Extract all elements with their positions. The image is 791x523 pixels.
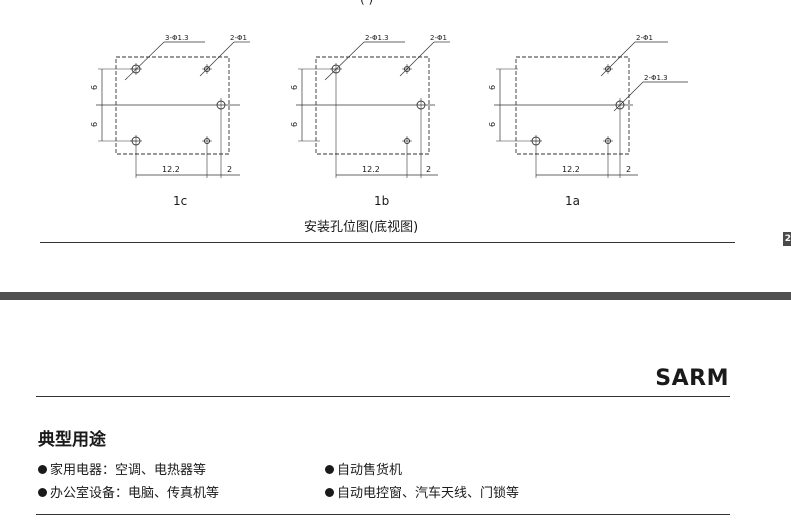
dim-v-top: 6 bbox=[488, 85, 497, 90]
header-partial-text: ( ) bbox=[360, 0, 373, 6]
list-item: 家用电器：空调、电热器等 bbox=[38, 459, 206, 478]
relay-outline bbox=[515, 56, 630, 155]
mounting-diagram-1a: 6 6 2-Φ1 2-Φ1.3 12.2 2 bbox=[488, 34, 688, 178]
mounting-diagram-1c: 6 6 3-Φ1.3 2-Φ1 12.2 2 bbox=[90, 34, 250, 178]
brand-title: SARM bbox=[655, 366, 729, 391]
callout-right: 2-Φ1 bbox=[230, 34, 247, 42]
side-tab: 2 bbox=[783, 232, 791, 246]
divider bbox=[36, 514, 730, 515]
diagram-label-1a: 1a bbox=[565, 194, 580, 208]
list-item: 自动售货机 bbox=[325, 459, 402, 478]
callout-top: 2-Φ1 bbox=[636, 34, 653, 42]
list-item: 办公室设备：电脑、传真机等 bbox=[38, 482, 219, 501]
dim-h: 12.2 bbox=[562, 165, 580, 174]
callout-left: 2-Φ1.3 bbox=[365, 34, 389, 42]
callout-right: 2-Φ1 bbox=[430, 34, 447, 42]
section-band bbox=[0, 292, 791, 300]
dim-h-small: 2 bbox=[426, 165, 431, 174]
divider bbox=[36, 396, 730, 397]
bullet-icon bbox=[325, 465, 334, 474]
figure-caption: 安装孔位图(底视图) bbox=[304, 220, 419, 235]
callout-mid: 2-Φ1.3 bbox=[644, 74, 668, 82]
relay-outline bbox=[315, 56, 430, 155]
dim-h-small: 2 bbox=[227, 165, 232, 174]
dim-v-bottom: 6 bbox=[488, 122, 497, 127]
section-title: 典型用途 bbox=[38, 430, 106, 450]
bullet-icon bbox=[325, 488, 334, 497]
dim-v-top: 6 bbox=[90, 85, 99, 90]
dim-v-bottom: 6 bbox=[290, 122, 299, 127]
dim-h: 12.2 bbox=[362, 165, 380, 174]
diagram-label-1b: 1b bbox=[374, 194, 390, 208]
bullet-icon bbox=[38, 488, 47, 497]
callout-left: 3-Φ1.3 bbox=[165, 34, 189, 42]
divider bbox=[40, 242, 735, 243]
dim-h: 12.2 bbox=[162, 165, 180, 174]
mounting-diagram-1b: 6 6 2-Φ1.3 2-Φ1 12.2 2 bbox=[290, 34, 450, 178]
relay-outline bbox=[115, 56, 230, 155]
dim-h-small: 2 bbox=[626, 165, 631, 174]
list-item: 自动电控窗、汽车天线、门锁等 bbox=[325, 482, 519, 501]
diagram-label-1c: 1c bbox=[173, 194, 188, 208]
dim-v-top: 6 bbox=[290, 85, 299, 90]
dim-v-bottom: 6 bbox=[90, 122, 99, 127]
bullet-icon bbox=[38, 465, 47, 474]
